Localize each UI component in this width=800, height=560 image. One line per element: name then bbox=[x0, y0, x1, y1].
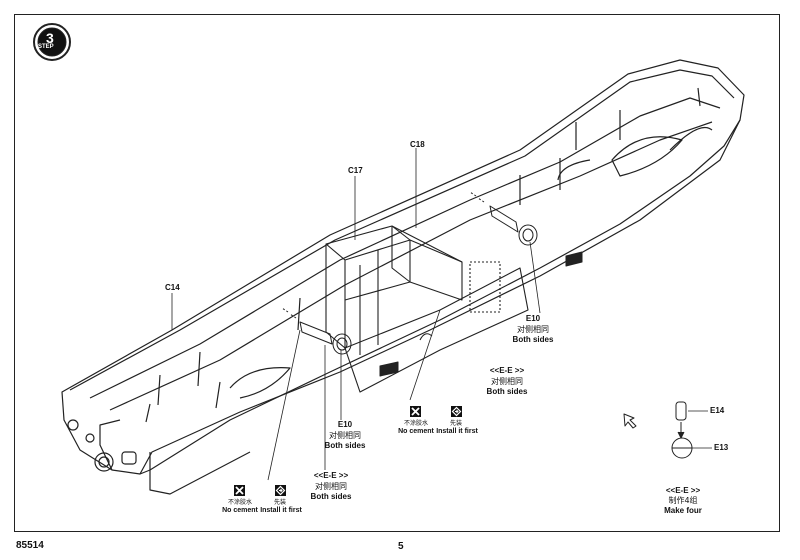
both-sides-cn-low: 对侧相同 bbox=[315, 482, 347, 491]
install-first-en-low: Install it first bbox=[260, 507, 302, 514]
install-first-icon bbox=[275, 485, 286, 496]
e-e-assembly-right bbox=[469, 191, 538, 246]
part-label-e14: E14 bbox=[710, 406, 725, 415]
install-first-cn-low: 先装 bbox=[273, 499, 287, 506]
make-four-en: Make four bbox=[664, 506, 702, 515]
instruction-frame bbox=[14, 14, 780, 532]
no-cement-en-mid: No cement bbox=[398, 428, 434, 435]
e-e-note-mid: <<E-E >> bbox=[489, 366, 525, 375]
page-number: 5 bbox=[398, 541, 404, 552]
no-cement-icon bbox=[410, 406, 421, 417]
no-cement-icon bbox=[234, 485, 245, 496]
both-sides-en-low: Both sides bbox=[310, 492, 352, 501]
both-sides-cn-right: 对侧相同 bbox=[517, 325, 549, 334]
part-label-e10-right: E10 bbox=[525, 314, 541, 323]
e-e-assembly-left bbox=[281, 307, 352, 355]
part-label-e13: E13 bbox=[714, 443, 729, 452]
no-cement-cn-mid: 不涂胶水 bbox=[403, 420, 429, 427]
arrow-icon bbox=[623, 413, 637, 429]
install-first-cn-mid: 先装 bbox=[449, 420, 463, 427]
part-label-c14: C14 bbox=[165, 283, 180, 292]
step-number: 3 bbox=[46, 30, 54, 46]
no-cement-cn-low: 不涂胶水 bbox=[227, 499, 253, 506]
product-code: 85514 bbox=[16, 540, 44, 551]
part-label-e10-left: E10 bbox=[337, 420, 353, 429]
step-word: STEP bbox=[38, 44, 54, 50]
no-cement-en-low: No cement bbox=[222, 507, 258, 514]
step-badge-icon bbox=[33, 23, 71, 61]
hull-shell bbox=[61, 59, 745, 495]
part-label-c17: C17 bbox=[348, 166, 363, 175]
leader-lines bbox=[171, 148, 541, 481]
e-e-note-low: <<E-E >> bbox=[313, 471, 349, 480]
deck-fittings bbox=[379, 251, 583, 377]
both-sides-en-left: Both sides bbox=[324, 441, 366, 450]
e-e-note-make-four: <<E-E >> bbox=[665, 486, 701, 495]
both-sides-en-mid: Both sides bbox=[486, 387, 528, 396]
e14-e13-detail bbox=[671, 401, 712, 459]
install-first-icon bbox=[451, 406, 462, 417]
make-four-cn: 制作4组 bbox=[668, 496, 698, 505]
part-label-c18: C18 bbox=[410, 140, 425, 149]
both-sides-cn-left: 对侧相同 bbox=[329, 431, 361, 440]
install-first-en-mid: Install it first bbox=[436, 428, 478, 435]
both-sides-en-right: Both sides bbox=[512, 335, 554, 344]
both-sides-cn-mid: 对侧相同 bbox=[491, 377, 523, 386]
